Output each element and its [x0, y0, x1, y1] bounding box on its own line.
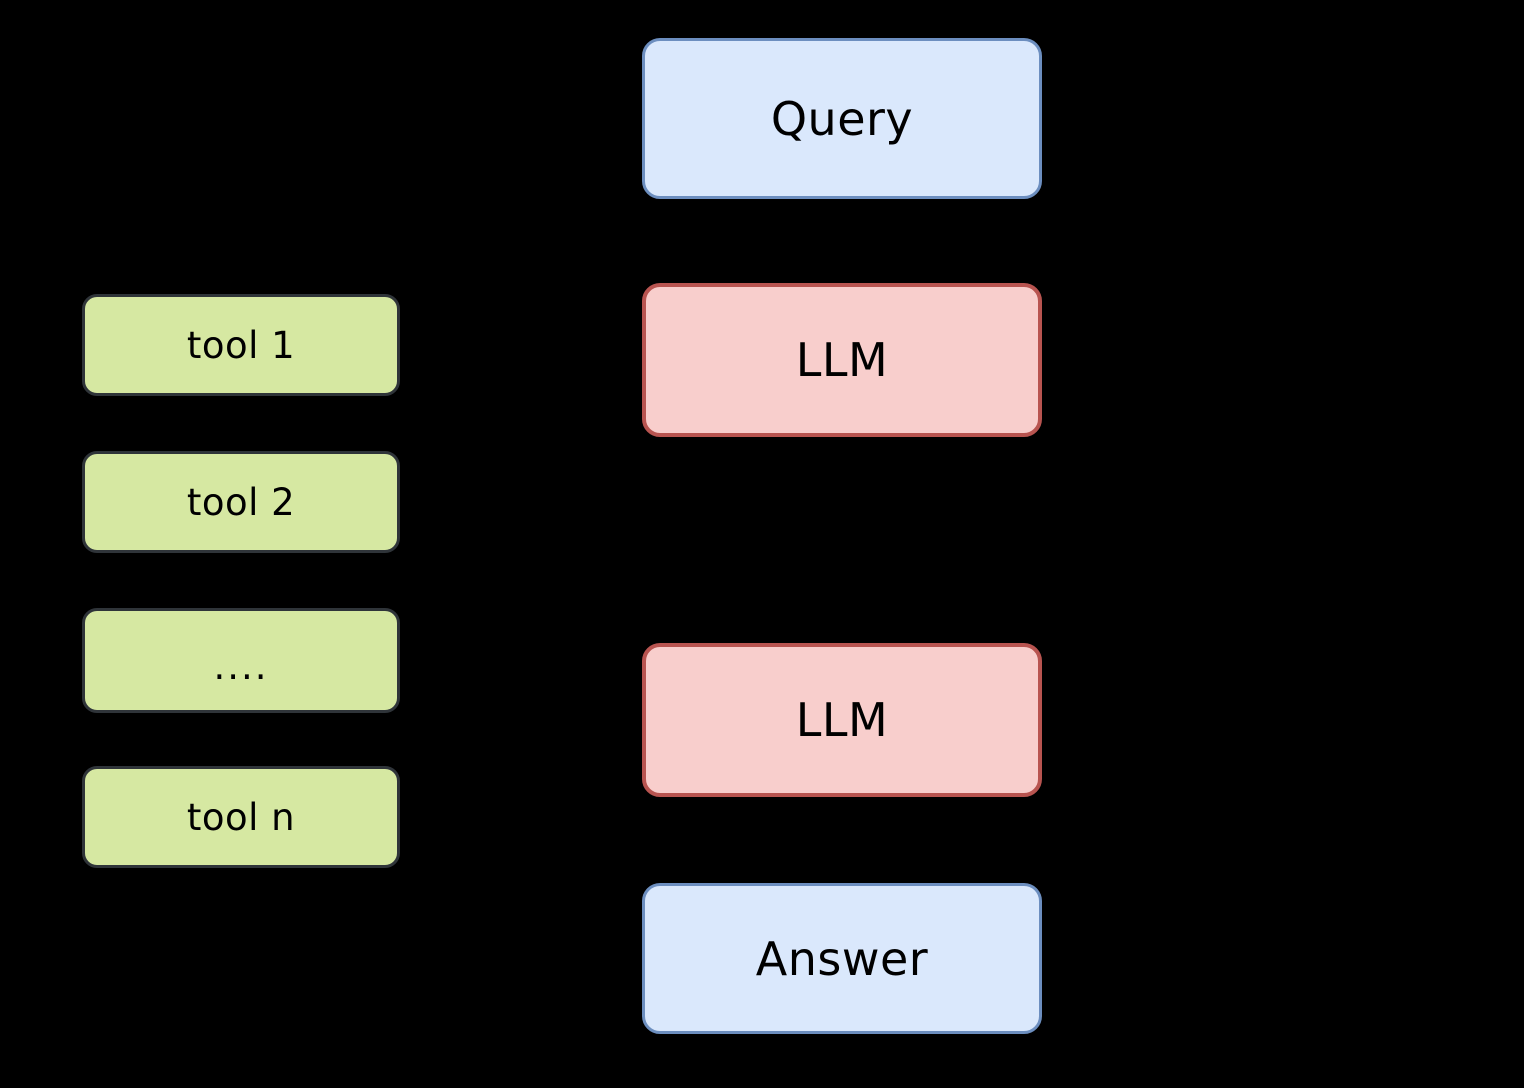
- node-tool-1[interactable]: tool 1: [82, 294, 400, 396]
- node-answer-label: Answer: [755, 931, 929, 986]
- node-query-label: Query: [770, 91, 914, 146]
- node-query[interactable]: Query: [642, 38, 1042, 199]
- node-tool-ellipsis-label: ....: [213, 645, 269, 688]
- node-tool-n[interactable]: tool n: [82, 766, 400, 868]
- node-llm-2[interactable]: LLM: [642, 643, 1042, 797]
- node-tool-2[interactable]: tool 2: [82, 451, 400, 553]
- node-tool-1-label: tool 1: [186, 323, 296, 367]
- node-tool-n-label: tool n: [186, 795, 296, 839]
- node-tool-ellipsis[interactable]: ....: [82, 608, 400, 713]
- node-llm-1[interactable]: LLM: [642, 283, 1042, 437]
- node-answer[interactable]: Answer: [642, 883, 1042, 1034]
- node-llm-1-label: LLM: [795, 333, 889, 387]
- node-tool-2-label: tool 2: [186, 480, 296, 524]
- node-llm-2-label: LLM: [795, 693, 889, 747]
